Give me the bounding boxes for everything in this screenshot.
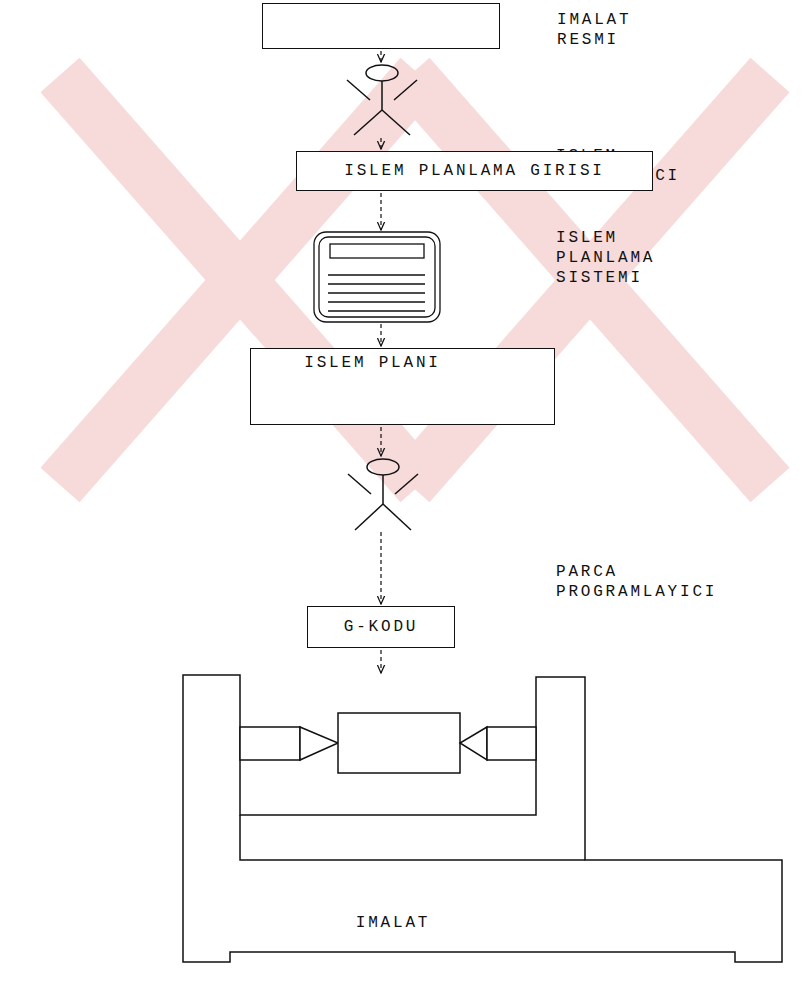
person-figure-part <box>381 81 383 110</box>
person-figure-part <box>383 504 411 530</box>
node-label: IMALAT <box>343 913 443 933</box>
flow-arrow <box>380 532 381 604</box>
computer-screen-icon <box>314 232 440 322</box>
computer-screen-icon-part <box>328 301 425 302</box>
lathe-machine <box>183 675 782 962</box>
computer-screen-icon-part <box>328 292 425 293</box>
person-figure-part <box>394 80 417 100</box>
lathe-machine-part <box>460 727 487 760</box>
machine-node: IMALAT <box>183 675 783 967</box>
process-box: G-KODU <box>307 606 455 648</box>
person-figure-part <box>367 459 399 475</box>
flow-arrow <box>380 650 381 673</box>
person-node: ISLEM PLANLAYICI <box>345 64 419 136</box>
person-node: PARCA PROGRAMLAYICI <box>347 458 419 530</box>
lathe-machine-part <box>338 713 460 773</box>
flow-arrow <box>380 427 381 456</box>
person-figure <box>348 459 418 530</box>
person-figure-part <box>355 504 383 530</box>
lathe-machine-part <box>183 675 782 962</box>
person-figure-part <box>395 474 418 494</box>
computer-screen-icon-part <box>319 237 435 317</box>
node-text: G-KODU <box>344 617 418 637</box>
lathe-machine-part <box>240 815 585 860</box>
lathe-machine-part <box>300 727 338 760</box>
text-holder: ISLEM PLANLAMA GIRISI <box>297 152 652 190</box>
node-text: ISLEM PLANI <box>251 349 494 373</box>
node-text: ISLEM PLANLAMA GIRISI <box>344 161 604 181</box>
person-figure-part <box>366 65 398 81</box>
watermark <box>60 75 770 485</box>
node-label: IMALAT RESMI <box>557 10 639 50</box>
computer-screen-icon-part <box>328 310 425 311</box>
flow-arrow <box>380 51 381 62</box>
lathe-machine-part <box>487 727 536 760</box>
computer-screen-icon-part <box>314 232 440 322</box>
node-label: ISLEM PLANLAMA SISTEMI <box>556 228 664 288</box>
computer-screen-icon-part <box>328 274 425 275</box>
computer-screen-icon-part <box>330 244 424 258</box>
person-figure-part <box>354 110 382 135</box>
person-figure-part <box>348 474 371 494</box>
person-figure-part <box>382 475 384 504</box>
flow-arrow <box>380 324 381 346</box>
drawing-box: IMALAT RESMI <box>262 3 500 49</box>
person-figure-part <box>382 110 410 135</box>
flow-arrow <box>380 193 381 230</box>
computer-screen-icon-part <box>328 283 425 284</box>
system-node: ISLEM PLANLAMA SISTEMI <box>314 232 440 322</box>
person-figure <box>347 65 417 135</box>
text-holder: G-KODU <box>308 607 454 647</box>
node-label: PARCA PROGRAMLAYICI <box>556 562 728 602</box>
flow-arrow <box>380 138 381 149</box>
plan-table-box: ISLEM PLANI <box>250 348 555 425</box>
lathe-machine-part <box>240 727 300 760</box>
process-box: ISLEM PLANLAMA GIRISI <box>296 151 653 191</box>
person-figure-part <box>347 80 370 100</box>
